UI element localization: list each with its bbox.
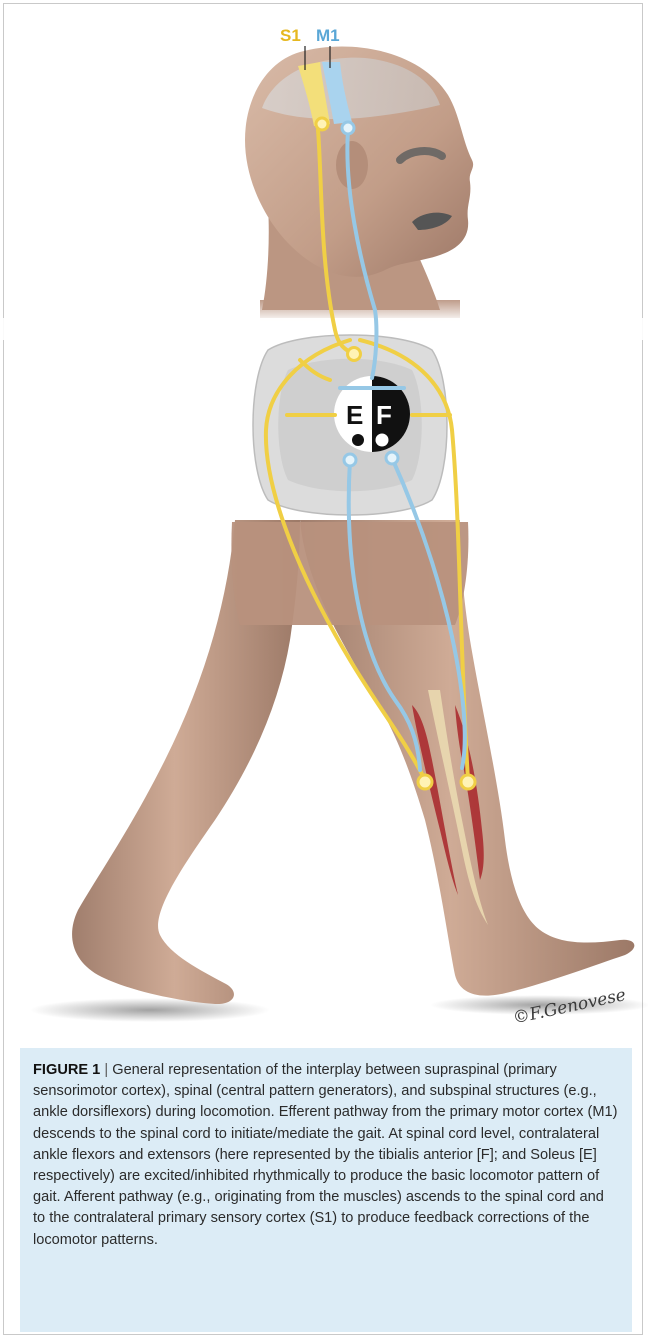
s1-label: S1 bbox=[280, 26, 301, 45]
flexor-neuron-dot bbox=[376, 434, 389, 447]
muscle-afferent-right bbox=[461, 775, 475, 789]
caption-separator: | bbox=[100, 1062, 112, 1078]
ground-shadow-left bbox=[30, 998, 270, 1022]
flexor-label: F bbox=[376, 400, 392, 430]
extensor-neuron-dot bbox=[352, 434, 364, 446]
caption-text: General representation of the interplay … bbox=[33, 1062, 618, 1248]
artist-signature: ©F.Genovese bbox=[511, 985, 627, 1028]
ear bbox=[336, 141, 368, 189]
spinal-afferent-synapse bbox=[348, 348, 361, 361]
locomotion-illustration: E F S1 M1 ©F.Genovese bbox=[0, 0, 648, 1040]
figure-label: FIGURE 1 bbox=[33, 1062, 100, 1078]
m1-terminal bbox=[342, 122, 354, 134]
cpg-efferent-right bbox=[386, 452, 398, 464]
extensor-label: E bbox=[346, 400, 363, 430]
muscle-afferent-left bbox=[418, 775, 432, 789]
cpg-efferent-left bbox=[344, 454, 356, 466]
m1-label: M1 bbox=[316, 26, 340, 45]
s1-terminal bbox=[316, 118, 328, 130]
figure-caption: FIGURE 1 | General representation of the… bbox=[20, 1048, 632, 1332]
